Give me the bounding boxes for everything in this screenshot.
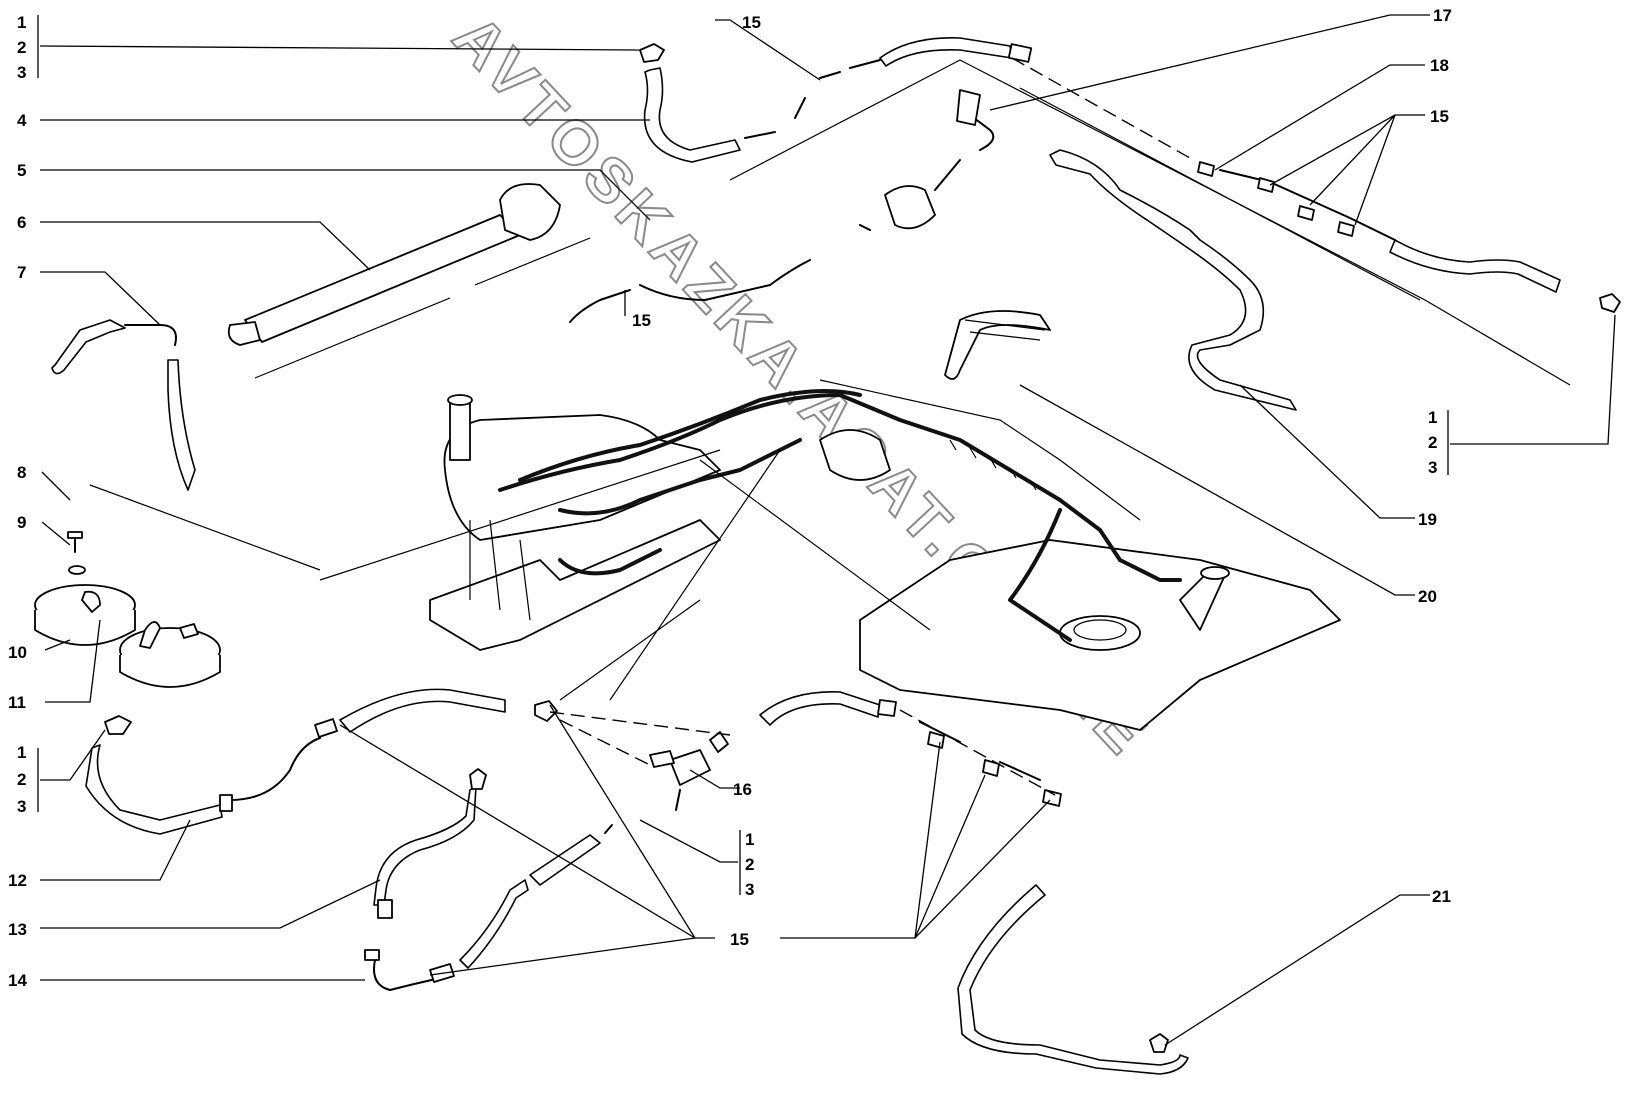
callout-15-right: 15: [1430, 107, 1449, 126]
vehicle-floor-assembly: [429, 379, 1341, 731]
callout-5: 5: [17, 161, 26, 180]
top-hose-assembly: [51, 37, 1621, 491]
callout-19: 19: [1418, 510, 1437, 529]
callout-15-top: 15: [742, 13, 761, 32]
callout-3-left: 3: [17, 797, 26, 816]
callout-2-right: 2: [1428, 433, 1437, 452]
callout-8: 8: [17, 463, 26, 482]
callout-1-right: 1: [1428, 408, 1437, 427]
callout-16: 16: [733, 780, 752, 799]
callout-10: 10: [8, 643, 27, 662]
callout-2-left: 2: [17, 770, 26, 789]
callout-6: 6: [17, 213, 26, 232]
callout-3-right: 3: [1428, 458, 1437, 477]
callout-7: 7: [17, 263, 26, 282]
callout-21: 21: [1432, 887, 1451, 906]
callout-17: 17: [1433, 6, 1452, 25]
callout-2-top: 2: [17, 38, 26, 57]
callout-14: 14: [8, 971, 27, 990]
callout-2-center: 2: [745, 855, 754, 874]
callout-15-bottom: 15: [730, 930, 749, 949]
callout-1-center: 1: [745, 830, 754, 849]
callout-18: 18: [1430, 56, 1449, 75]
callout-11: 11: [8, 693, 26, 712]
callout-1-top: 1: [17, 13, 26, 32]
leader-lines: [37, 14, 1616, 1046]
callout-labels: 1 2 3 4 5 6 7 8 9 10 11 1 2 3 12 13 14 1…: [8, 6, 1452, 990]
callout-20: 20: [1418, 587, 1437, 606]
callout-3-center: 3: [745, 880, 754, 899]
callout-13: 13: [8, 920, 27, 939]
pump-flange-parts: [34, 531, 221, 688]
callout-15-mid: 15: [632, 311, 651, 330]
callout-3-top: 3: [17, 63, 26, 82]
callout-12: 12: [8, 871, 27, 890]
callout-4: 4: [17, 111, 27, 130]
bottom-hose-assembly: [85, 688, 1189, 1075]
callout-1-left: 1: [17, 743, 26, 762]
callout-9: 9: [17, 513, 26, 532]
